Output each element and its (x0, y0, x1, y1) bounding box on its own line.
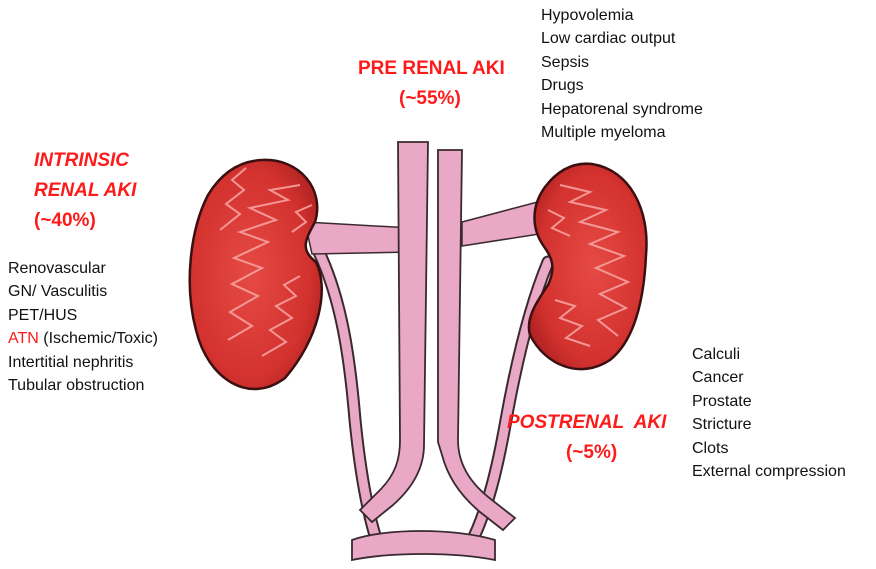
list-item: Sepsis (541, 51, 703, 74)
prerenal-percent: (~55%) (399, 88, 461, 110)
postrenal-percent: (~5%) (566, 442, 617, 464)
aorta (360, 142, 428, 522)
intrinsic-title-line1: INTRINSIC (34, 150, 129, 172)
list-item: Stricture (692, 413, 846, 436)
list-item: Low cardiac output (541, 27, 703, 50)
intrinsic-title-line2: RENAL AKI (34, 180, 136, 202)
intrinsic-causes-list: Renovascular GN/ Vasculitis PET/HUS ATN … (8, 257, 158, 397)
list-item: Intertitial nephritis (8, 351, 158, 374)
left-renal-vessel (305, 222, 412, 254)
postrenal-causes-list: Calculi Cancer Prostate Stricture Clots … (692, 343, 846, 483)
atn-detail: (Ischemic/Toxic) (39, 330, 158, 347)
vena-cava (438, 150, 515, 530)
intrinsic-percent: (~40%) (34, 210, 96, 232)
list-item: External compression (692, 460, 846, 483)
list-item: Multiple myeloma (541, 121, 703, 144)
bladder (352, 531, 495, 560)
list-item: Calculi (692, 343, 846, 366)
list-item: Drugs (541, 74, 703, 97)
list-item: Clots (692, 437, 846, 460)
list-item: PET/HUS (8, 304, 158, 327)
postrenal-title: POSTRENAL AKI (507, 412, 666, 434)
list-item: Renovascular (8, 257, 158, 280)
prerenal-title: PRE RENAL AKI (358, 58, 505, 80)
list-item: ATN (Ischemic/Toxic) (8, 327, 158, 350)
left-kidney (190, 160, 322, 389)
list-item: Tubular obstruction (8, 374, 158, 397)
list-item: Hypovolemia (541, 4, 703, 27)
list-item: Prostate (692, 390, 846, 413)
prerenal-causes-list: Hypovolemia Low cardiac output Sepsis Dr… (541, 4, 703, 144)
list-item: Hepatorenal syndrome (541, 98, 703, 121)
list-item: Cancer (692, 366, 846, 389)
atn-highlight: ATN (8, 330, 39, 347)
list-item: GN/ Vasculitis (8, 280, 158, 303)
